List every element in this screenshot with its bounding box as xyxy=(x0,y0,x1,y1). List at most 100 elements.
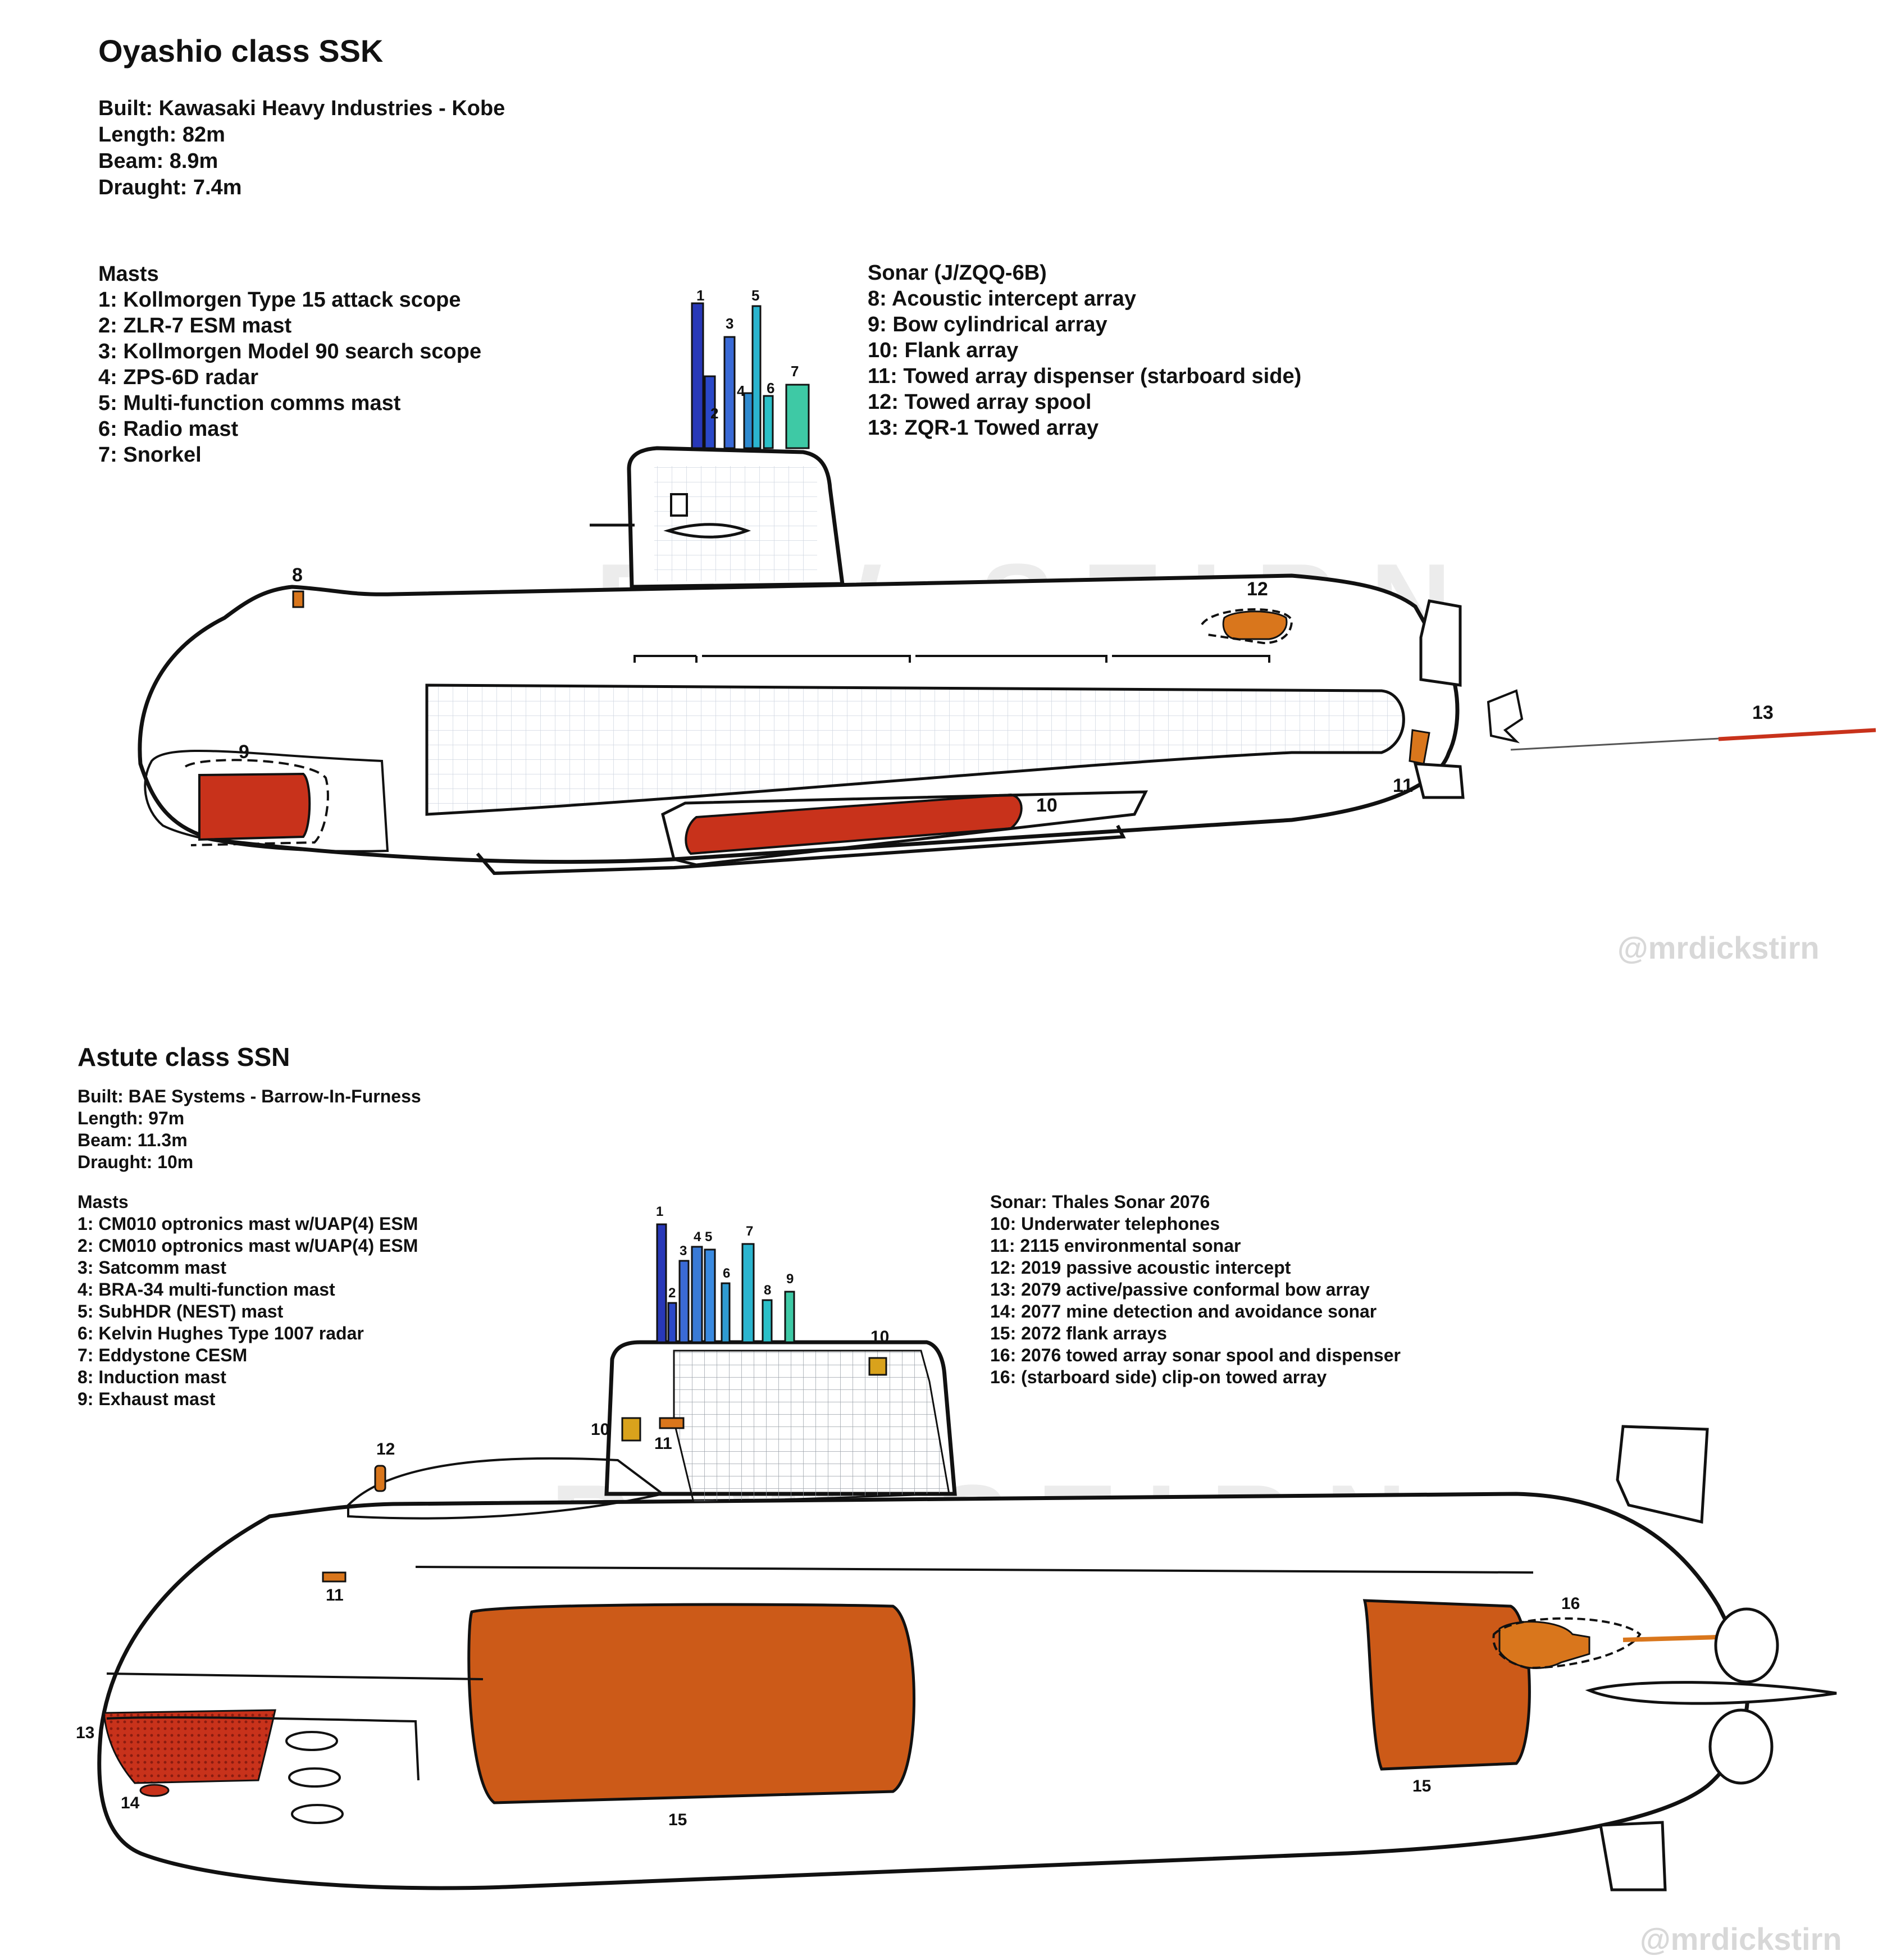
oyashio-sonar-item: 8: Acoustic intercept array xyxy=(868,287,1136,311)
astute-masts-heading: Masts xyxy=(78,1192,129,1212)
oyashio-callout-13: 13 xyxy=(1752,702,1774,723)
astute-hydroplane xyxy=(1585,1681,1837,1705)
astute-callout-9: 9 xyxy=(786,1271,794,1287)
astute-callout-10-a: 10 xyxy=(591,1420,609,1439)
oyashio-mast-3 xyxy=(723,336,736,449)
oyashio-mast-item: 5: Multi-function comms mast xyxy=(98,391,401,415)
oyashio-mast-7 xyxy=(785,384,810,449)
oyashio-callout-6: 6 xyxy=(767,380,774,396)
oyashio-submarine-drawing: 1 2 3 4 5 6 7 8 9 10 11 12 13 xyxy=(138,287,1876,876)
oyashio-sail-planes xyxy=(590,523,751,539)
oyashio-callout-9: 9 xyxy=(239,741,249,763)
oyashio-sail-hatch xyxy=(670,493,688,517)
oyashio-towed-array-13 xyxy=(1718,728,1876,741)
oyashio-spool-outline xyxy=(1201,608,1293,645)
oyashio-bow-array-outline xyxy=(184,759,329,846)
astute-sonar-legend: Sonar: Thales Sonar 2076 10: Underwater … xyxy=(990,1191,1401,1388)
astute-bow-panel xyxy=(106,1672,484,1781)
astute-sonar-item: 14: 2077 mine detection and avoidance so… xyxy=(990,1301,1377,1321)
oyashio-callout-4: 4 xyxy=(737,382,745,399)
oyashio-lower-rudder xyxy=(1413,762,1465,799)
astute-sonar-item: 16: 2076 towed array sonar spool and dis… xyxy=(990,1345,1401,1365)
astute-underwater-telephone-10-b xyxy=(868,1357,887,1376)
oyashio-mast-item: 2: ZLR-7 ESM mast xyxy=(98,314,292,338)
oyashio-mast-6 xyxy=(763,395,774,449)
astute-callout-11-a: 11 xyxy=(654,1434,672,1453)
astute-callout-4: 4 xyxy=(694,1229,701,1245)
astute-masts-legend: Masts 1: CM010 optronics mast w/UAP(4) E… xyxy=(78,1191,418,1410)
oyashio-propeller xyxy=(1487,689,1524,744)
oyashio-mast-5 xyxy=(751,305,762,449)
astute-sonar-item: 13: 2079 active/passive conformal bow ar… xyxy=(990,1279,1370,1300)
oyashio-mast-item: 3: Kollmorgen Model 90 search scope xyxy=(98,340,482,363)
oyashio-callouts: 1 2 3 4 5 6 7 8 9 10 11 12 13 xyxy=(239,287,1774,816)
astute-callout-16: 16 xyxy=(1561,1594,1580,1613)
astute-callout-13: 13 xyxy=(76,1724,94,1742)
astute-submarine-drawing: 1 2 3 4 5 6 7 8 9 10 10 11 11 12 13 14 1… xyxy=(76,1204,1837,1891)
astute-sonar-item: 11: 2115 environmental sonar xyxy=(990,1236,1241,1256)
astute-sonar-item: 12: 2019 passive acoustic intercept xyxy=(990,1257,1291,1278)
astute-title: Astute class SSN xyxy=(78,1042,290,1072)
astute-flank-array-15-forward xyxy=(467,1603,915,1804)
oyashio-callout-10: 10 xyxy=(1036,795,1058,816)
astute-mast-item: 3: Satcomm mast xyxy=(78,1257,226,1278)
astute-callout-7: 7 xyxy=(746,1224,753,1239)
astute-sonar-item: 15: 2072 flank arrays xyxy=(990,1323,1167,1343)
astute-lower-rudder xyxy=(1599,1821,1667,1891)
oyashio-sonar-legend: Sonar (J/ZQQ-6B) 8: Acoustic intercept a… xyxy=(868,260,1301,441)
oyashio-masts-heading: Masts xyxy=(98,262,159,286)
oyashio-masts xyxy=(691,302,810,449)
astute-callout-11-b: 11 xyxy=(326,1586,344,1605)
astute-callout-5: 5 xyxy=(705,1229,712,1245)
astute-mast-3 xyxy=(678,1260,690,1343)
astute-callout-3: 3 xyxy=(680,1243,687,1259)
oyashio-deck-lines xyxy=(633,655,1270,663)
oyashio-mast-item: 1: Kollmorgen Type 15 attack scope xyxy=(98,288,461,312)
oyashio-callout-1: 1 xyxy=(696,287,704,304)
astute-callout-6: 6 xyxy=(723,1266,730,1281)
astute-mast-item: 2: CM010 optronics mast w/UAP(4) ESM xyxy=(78,1236,418,1256)
astute-pumpjet-upper xyxy=(1714,1607,1779,1684)
oyashio-specs: Built: Kawasaki Heavy Industries - Kobe … xyxy=(98,95,505,201)
astute-mast-item: 9: Exhaust mast xyxy=(78,1389,216,1409)
oyashio-sonar-item: 11: Towed array dispenser (starboard sid… xyxy=(868,364,1302,388)
oyashio-callout-11: 11 xyxy=(1393,775,1413,796)
astute-towed-array-arm xyxy=(1622,1635,1719,1642)
astute-bow-ports xyxy=(285,1731,344,1824)
astute-underwater-telephone-10-a xyxy=(621,1417,641,1442)
astute-pumpjet-lower xyxy=(1708,1708,1774,1785)
oyashio-sonar-item: 12: Towed array spool xyxy=(868,390,1092,414)
oyashio-upper-rudder xyxy=(1419,599,1462,687)
astute-callout-2: 2 xyxy=(668,1286,676,1301)
astute-callout-10-b: 10 xyxy=(870,1328,889,1346)
astute-deck-casing xyxy=(347,1457,666,1520)
astute-specs: Built: BAE Systems - Barrow-In-Furness L… xyxy=(78,1086,421,1173)
astute-mast-1 xyxy=(656,1223,667,1343)
astute-spec-beam: Beam: 11.3m xyxy=(78,1130,188,1150)
oyashio-spec-beam: Beam: 8.9m xyxy=(98,149,218,173)
astute-bow-array-13 xyxy=(103,1709,276,1784)
oyashio-callout-3: 3 xyxy=(726,315,733,332)
oyashio-mast-1 xyxy=(691,302,704,449)
astute-mast-2 xyxy=(667,1302,677,1343)
oyashio-sonar-item: 9: Bow cylindrical array xyxy=(868,313,1107,336)
astute-mast-item: 1: CM010 optronics mast w/UAP(4) ESM xyxy=(78,1214,418,1234)
oyashio-callout-12: 12 xyxy=(1247,578,1268,600)
astute-mast-8 xyxy=(762,1299,773,1343)
watermark-handle-bottom: @mrdickstirn xyxy=(1640,1921,1842,1957)
oyashio-spec-built: Built: Kawasaki Heavy Industries - Kobe xyxy=(98,97,505,120)
astute-mast-4 xyxy=(691,1246,703,1343)
oyashio-spec-draught: Draught: 7.4m xyxy=(98,176,242,199)
oyashio-sonar-item: 10: Flank array xyxy=(868,339,1019,362)
astute-intercept-12 xyxy=(374,1465,386,1492)
oyashio-callout-2: 2 xyxy=(710,405,718,422)
astute-env-sonar-11-a xyxy=(659,1417,685,1429)
astute-callout-8: 8 xyxy=(764,1283,771,1298)
astute-sonar-item: 16: (starboard side) clip-on towed array xyxy=(990,1367,1327,1387)
oyashio-sail-grid xyxy=(654,466,817,581)
astute-callout-15-a: 15 xyxy=(668,1811,687,1829)
astute-masts xyxy=(656,1223,795,1343)
astute-mast-item: 5: SubHDR (NEST) mast xyxy=(78,1301,284,1321)
astute-mast-item: 7: Eddystone CESM xyxy=(78,1345,248,1365)
oyashio-mast-item: 6: Radio mast xyxy=(98,417,239,441)
